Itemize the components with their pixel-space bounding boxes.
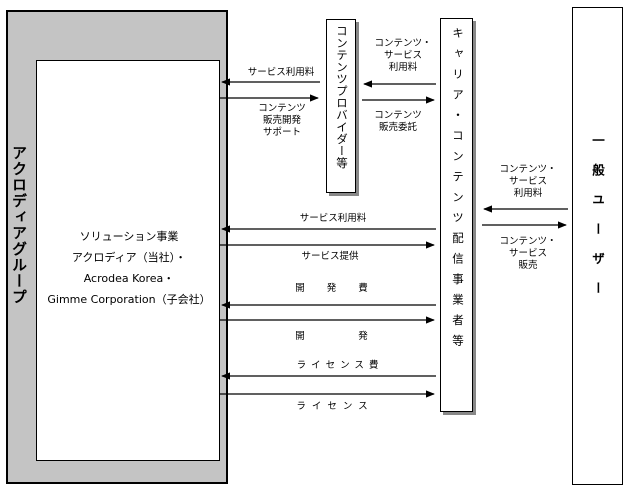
label-dev: 開 発 xyxy=(295,331,369,342)
inner-line-3: Acrodea Korea・ xyxy=(83,272,175,285)
label-service-provision: サービス提供 xyxy=(301,251,359,262)
label-carrier-to-provider: コンテンツ・ サービス 利用料 xyxy=(368,38,438,74)
label-ptc-1: コンテンツ xyxy=(374,110,422,121)
general-users-label: 一般ユーザー xyxy=(590,134,605,311)
carrier-label: キャリア・コンテンツ配信事業者等 xyxy=(451,27,465,355)
label-license: ライセンス xyxy=(296,401,374,412)
label-ctp-1: コンテンツ・ xyxy=(374,38,432,49)
label-provider-fee: サービス利用料 xyxy=(247,67,315,78)
general-users-box: 一般ユーザー xyxy=(572,7,623,485)
inner-line-2: アクロディア（当社）・ xyxy=(71,251,187,264)
inner-line-1: ソリューション事業 xyxy=(79,230,179,243)
label-ptc-2: 販売委託 xyxy=(378,122,417,133)
label-utc-2: サービス xyxy=(508,176,547,187)
label-ctp-2: サービス xyxy=(383,50,422,61)
label-dev-support-2: 販売開発 xyxy=(262,115,301,126)
label-dev-support: コンテンツ 販売開発 サポート xyxy=(250,103,314,139)
label-dev-fee: 開 発 費 xyxy=(295,283,369,294)
label-utc-3: 利用料 xyxy=(513,188,543,199)
inner-line-4: Gimme Corporation（子会社） xyxy=(47,293,211,306)
label-license-fee: ライセンス費 xyxy=(296,360,384,371)
label-ctu-2: サービス xyxy=(508,248,547,259)
label-carrier-service-fee: サービス利用料 xyxy=(299,213,367,224)
content-provider-label: コンテンツプロバイダー等 xyxy=(335,25,349,169)
label-carrier-to-user: コンテンツ・ サービス 販売 xyxy=(488,236,568,272)
label-dev-support-3: サポート xyxy=(262,127,301,138)
content-provider-box: コンテンツプロバイダー等 xyxy=(326,19,356,193)
label-ctu-3: 販売 xyxy=(518,260,538,271)
label-dev-support-1: コンテンツ xyxy=(258,103,306,114)
group-label: アクロディアグループ xyxy=(10,145,28,305)
solution-business-text: ソリューション事業 アクロディア（当社）・ Acrodea Korea・ Gim… xyxy=(40,226,218,310)
label-ctp-3: 利用料 xyxy=(388,62,418,73)
carrier-box: キャリア・コンテンツ配信事業者等 xyxy=(440,18,473,412)
label-user-to-carrier: コンテンツ・ サービス 利用料 xyxy=(488,164,568,200)
label-provider-to-carrier: コンテンツ 販売委託 xyxy=(366,110,430,134)
solution-business-box xyxy=(36,60,220,461)
label-ctu-1: コンテンツ・ xyxy=(499,236,557,247)
label-utc-1: コンテンツ・ xyxy=(499,164,557,175)
